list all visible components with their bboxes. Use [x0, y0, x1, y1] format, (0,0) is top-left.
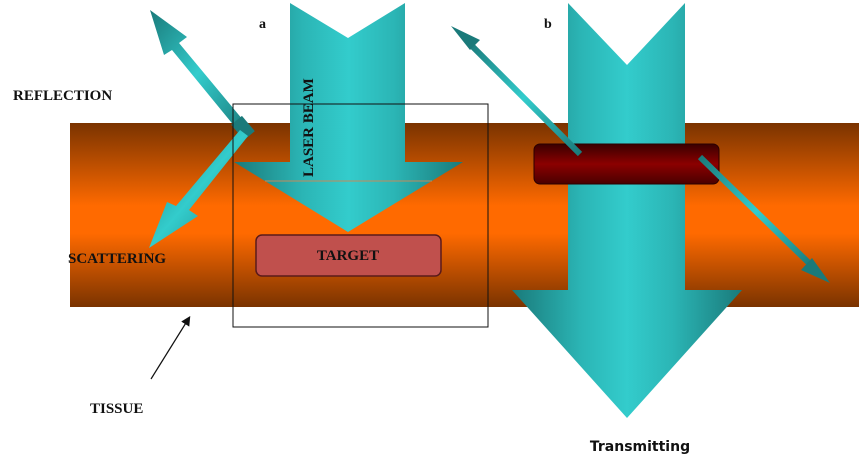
tissue-band [70, 123, 859, 307]
laser-beam-label: LASER BEAM [301, 78, 317, 177]
panel-a-label: a [259, 17, 266, 32]
tissue-pointer-arrow [150, 315, 191, 380]
reflection-label: REFLECTION [13, 88, 112, 104]
panel-b-label: b [544, 17, 552, 32]
absorber-box [533, 143, 720, 185]
transmitting-label: Transmitting [590, 439, 690, 455]
reflection-arrow [150, 10, 255, 141]
target-label: TARGET [317, 248, 379, 264]
tissue-label: TISSUE [90, 401, 143, 417]
scattering-label: SCATTERING [68, 251, 166, 267]
panel-a-frame [232, 103, 489, 328]
laser-beam-arrow-a [234, 3, 463, 232]
scattered-arrow-b [697, 154, 830, 283]
reflection-arrow-b [451, 26, 583, 157]
laser-beam-arrow-b [512, 3, 742, 418]
target-box [255, 234, 442, 277]
scattering-arrow [149, 130, 248, 248]
